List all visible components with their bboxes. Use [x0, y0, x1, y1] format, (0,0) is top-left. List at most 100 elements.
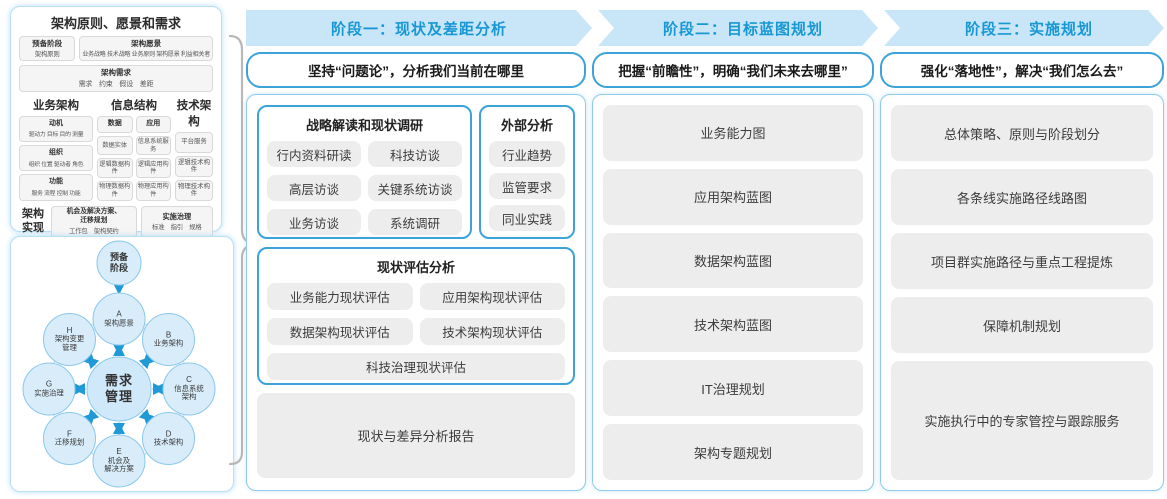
motivation-sub: 驱动力 目标 目的 测量 — [28, 132, 84, 139]
deliverable-item: IT治理规划 — [603, 360, 863, 417]
opportunities-migration-sub: 工作包 架构契约 — [69, 228, 119, 236]
phase2-header-band: 阶段二：目标蓝图规划 — [598, 10, 878, 46]
phase2-title: 阶段二：目标蓝图规划 — [662, 20, 823, 38]
opportunities-migration-title: 机会及解决方案、 迁移规划 — [66, 208, 121, 224]
data-item: 逻辑数据构件 — [97, 158, 133, 179]
prep-phase-sub: 架构原则 — [34, 51, 60, 59]
data-item: 物理数据构件 — [97, 181, 133, 201]
adm-prep-phase: 预备 阶段 — [109, 252, 129, 273]
node-label: 机会及 解决方案 — [104, 455, 134, 474]
adm-cycle-panel: 预备 阶段 需求 管理 A 架构愿景 B 业务架构 C 信息系统 架构 D 技术… — [10, 236, 234, 492]
implementation-governance-sub: 标准 指引 规格 — [152, 224, 202, 232]
phase2-slogan-text: 把握“前瞻性”，明确“我们未来去哪里” — [618, 64, 848, 79]
phase1-slogan-text: 坚持“问题论”，分析我们当前在哪里 — [308, 64, 524, 79]
assessment-item: 科技治理现状评估 — [267, 353, 565, 380]
panel-title: 架构原则、愿景和需求 — [50, 16, 181, 31]
deliverable-item: 技术架构蓝图 — [603, 296, 863, 353]
business-arch-column: 业务架构 动机 驱动力 目标 目的 测量 组织 组织 位置 驱动者 角色 功能 … — [19, 97, 93, 201]
deliverable-item: 保障机制规划 — [891, 297, 1153, 353]
data-header: 数据 — [97, 115, 133, 133]
adm-center-requirements: 需求 管理 — [104, 372, 134, 404]
tech-arch-title: 技术架构 — [176, 99, 212, 128]
node-label: 架构变更 管理 — [54, 334, 85, 352]
phase2-content-panel: 业务能力图 应用架构蓝图 数据架构蓝图 技术架构蓝图 IT治理规划 架构专题规划 — [592, 94, 874, 491]
app-subcolumn: 应用 信息系统服务 逻辑应用构件 物理应用构件 — [135, 115, 171, 201]
adm-cycle-graphic — [22, 240, 216, 488]
deliverable-item: 总体策略、原则与阶段划分 — [891, 105, 1153, 161]
phase2-slogan: 把握“前瞻性”，明确“我们未来去哪里” — [592, 52, 874, 88]
function-sub: 服务 流程 控制 功能 — [31, 190, 81, 197]
adm-node-f: F 迁移规划 — [43, 429, 97, 447]
node-letter: G — [45, 379, 53, 389]
node-label: 信息系统 架构 — [174, 383, 204, 402]
assessment-item: 技术架构现状评估 — [419, 318, 565, 345]
phase1-content-panel: 战略解读和现状调研 行内资料研读 科技访谈 高层访谈 关键系统访谈 业务访谈 系… — [246, 94, 586, 491]
external-item: 同业实践 — [489, 205, 565, 231]
arch-requirements-title: 架构需求 — [101, 68, 131, 78]
tech-item: 物理技术构件 — [175, 179, 213, 201]
phase1-header-band: 阶段一：现状及差距分析 — [246, 10, 592, 46]
adm-node-h: H 架构变更 管理 — [43, 326, 97, 353]
prep-vision-row: 预备阶段 架构原则 架构愿景 业务战略 技术战略 业务原则 架构愿景 利益相关者 — [19, 36, 213, 62]
tech-item: 平台服务 — [175, 131, 213, 153]
node-label: 技术架构 — [153, 437, 184, 447]
adm-node-g: G 实施治理 — [22, 380, 76, 397]
research-item: 行内资料研读 — [267, 141, 361, 167]
research-item: 业务访谈 — [267, 209, 361, 235]
organization-box: 组织 组织 位置 驱动者 角色 — [19, 145, 93, 172]
strategy-research-group: 战略解读和现状调研 行内资料研读 科技访谈 高层访谈 关键系统访谈 业务访谈 系… — [257, 105, 472, 239]
node-label: 迁移规划 — [54, 437, 85, 447]
organization-title: 组织 — [49, 148, 63, 156]
realization-row: 架构 实现 机会及解决方案、 迁移规划 工作包 架构契约 实施治理 标准 指引 … — [19, 205, 213, 238]
external-item: 监管要求 — [489, 173, 565, 199]
motivation-title: 动机 — [49, 119, 63, 127]
realization-label: 架构 实现 — [22, 208, 44, 234]
deliverable-item: 数据架构蓝图 — [603, 232, 863, 289]
deliverable-item: 项目群实施路径与重点工程提炼 — [891, 233, 1153, 289]
strategy-research-title: 战略解读和现状调研 — [305, 118, 423, 133]
opportunities-migration-box: 机会及解决方案、 迁移规划 工作包 架构契约 — [51, 205, 137, 238]
data-item: 数据实体 — [97, 135, 133, 156]
assessment-group: 现状评估分析 业务能力现状评估 应用架构现状评估 数据架构现状评估 技术架构现状… — [257, 247, 575, 385]
arch-requirements-sub: 需求 约束 假设 差距 — [78, 80, 154, 88]
assessment-item: 应用架构现状评估 — [419, 283, 565, 310]
arch-vision-title: 架构愿景 — [131, 39, 162, 48]
phase3-slogan-text: 强化“落地性”，解决“我们怎么去” — [920, 64, 1124, 79]
adm-node-b: B 业务架构 — [142, 329, 196, 348]
node-letter: D — [165, 428, 172, 438]
info-structure-column: 信息结构 数据 数据实体 逻辑数据构件 物理数据构件 应用 信息系统服务 逻辑应… — [97, 97, 171, 201]
gap-analysis-report-box: 现状与差异分析报告 — [257, 393, 575, 478]
function-title: 功能 — [49, 178, 63, 186]
research-item: 关键系统访谈 — [368, 175, 462, 201]
research-item: 系统调研 — [368, 209, 462, 235]
phase3-content-panel: 总体策略、原则与阶段划分 各条线实施路径线路图 项目群实施路径与重点工程提炼 保… — [880, 94, 1164, 491]
assessment-title: 现状评估分析 — [376, 260, 455, 275]
deliverable-item: 实施执行中的专家管控与跟踪服务 — [891, 361, 1153, 480]
phase3-header-band: 阶段三：实施规划 — [884, 10, 1164, 46]
phase1-title: 阶段一：现状及差距分析 — [330, 20, 507, 38]
phase3-slogan: 强化“落地性”，解决“我们怎么去” — [880, 52, 1164, 88]
adm-node-a: A 架构愿景 — [92, 310, 146, 327]
external-item: 行业趋势 — [489, 141, 565, 167]
external-analysis-group: 外部分析 行业趋势 监管要求 同业实践 — [479, 105, 575, 239]
arch-vision-box: 架构愿景 业务战略 技术战略 业务原则 架构愿景 利益相关者 — [79, 36, 213, 62]
tech-arch-column: 技术架构 平台服务 逻辑技术构件 物理技术构件 — [175, 97, 213, 201]
prep-phase-box: 预备阶段 架构原则 — [19, 36, 76, 62]
research-item: 高层访谈 — [267, 175, 361, 201]
adm-node-d: D 技术架构 — [142, 428, 196, 447]
function-box: 功能 服务 流程 控制 功能 — [19, 174, 93, 201]
arch-vision-sub: 业务战略 技术战略 业务原则 架构愿景 利益相关者 — [82, 52, 210, 59]
node-letter: B — [165, 329, 172, 339]
phase1-slogan: 坚持“问题论”，分析我们当前在哪里 — [246, 52, 586, 88]
app-item: 信息系统服务 — [135, 135, 171, 156]
node-letter: A — [116, 309, 122, 319]
deliverable-item: 架构专题规划 — [603, 424, 863, 480]
adm-node-c: C 信息系统 架构 — [162, 375, 216, 402]
node-letter: C — [186, 375, 192, 385]
implementation-governance-box: 实施治理 标准 指引 规格 — [140, 205, 213, 238]
tech-item: 逻辑技术构件 — [175, 155, 213, 177]
app-item: 物理应用构件 — [135, 181, 171, 201]
assessment-item: 数据架构现状评估 — [267, 318, 413, 345]
node-label: 业务架构 — [153, 338, 184, 348]
